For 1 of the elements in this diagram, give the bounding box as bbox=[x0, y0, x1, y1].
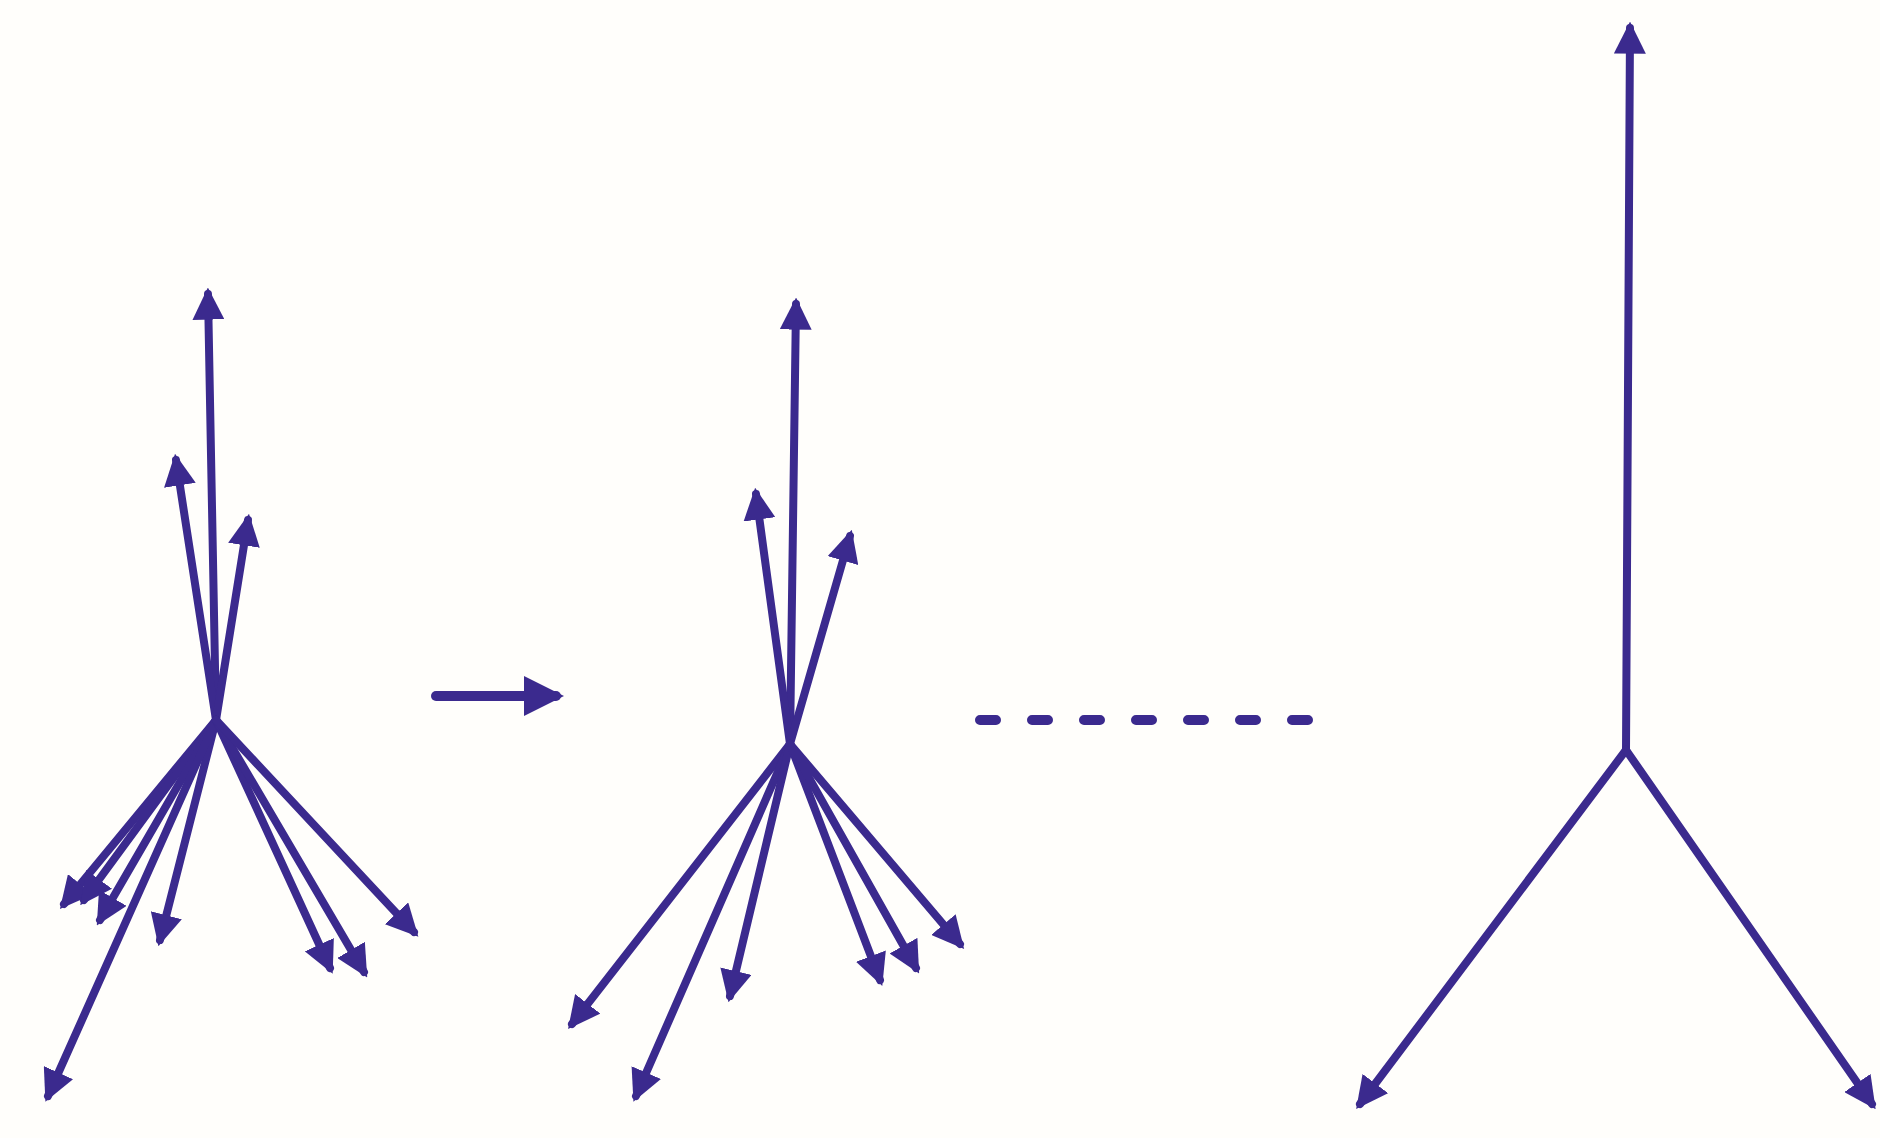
arrow bbox=[431, 676, 564, 716]
